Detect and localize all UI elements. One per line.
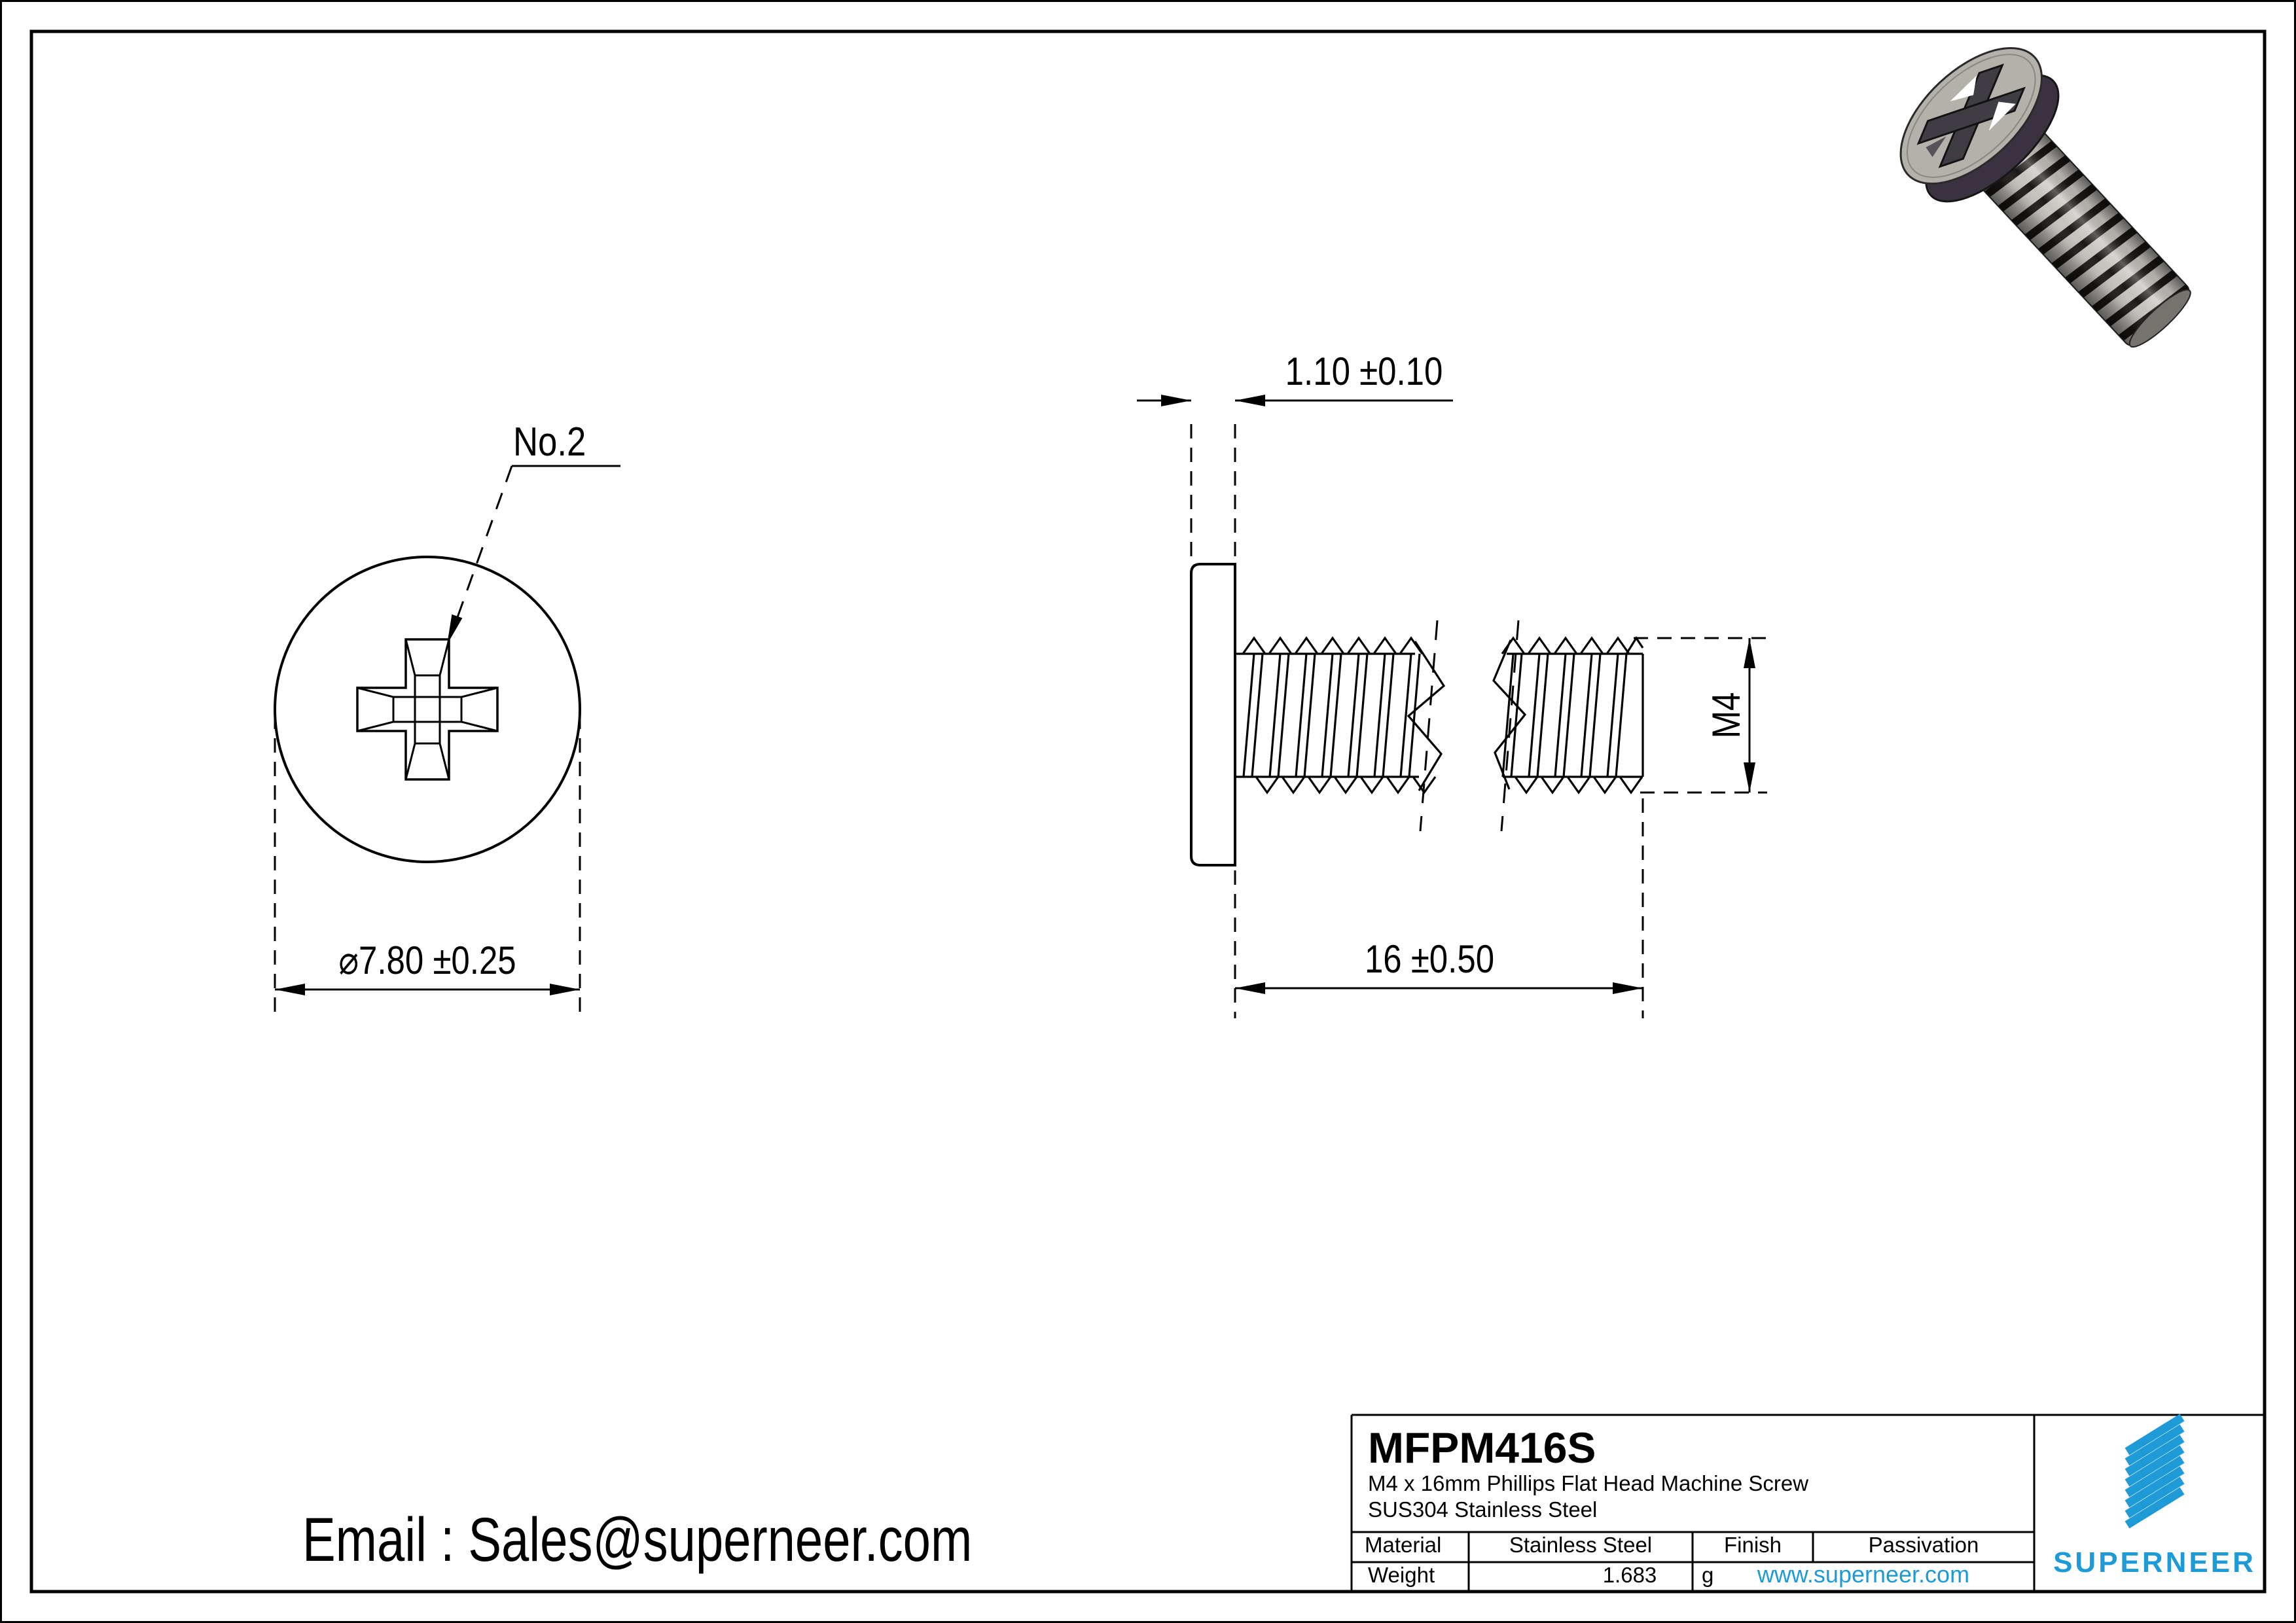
extension-lines [274, 715, 581, 1013]
leader-line [450, 465, 513, 634]
length-dim-text: 16 ±0.50 [1365, 937, 1494, 981]
arrowhead-left [275, 984, 305, 995]
brand-name: SUPERNEER [2053, 1546, 2256, 1578]
website-link[interactable]: www.superneer.com [1757, 1561, 1969, 1588]
email-text: Email : Sales@superneer.com [302, 1505, 972, 1575]
front-view [274, 556, 581, 863]
break-edge [1407, 641, 1446, 791]
head-thickness-dimension: 1.10 ±0.10 [1137, 349, 1453, 560]
length-dimension: 16 ±0.50 [1234, 798, 1644, 1018]
superneer-logo-icon [2125, 1414, 2185, 1529]
side-view [1190, 563, 1644, 866]
render-tip [2128, 289, 2191, 348]
drawing-frame [29, 29, 2267, 1594]
extension-lines [1234, 798, 1644, 1018]
arrowhead-left [1235, 982, 1265, 994]
head-thickness-text: 1.10 ±0.10 [1285, 349, 1443, 393]
finish-label: Finish [1724, 1533, 1782, 1557]
arrowhead-right [1613, 982, 1643, 994]
arrowhead-left [1161, 395, 1191, 406]
title-block: MFPM416S M4 x 16mm Phillips Flat Head Ma… [1350, 1414, 2265, 1592]
thread-segment-1 [1235, 637, 1446, 794]
diameter-dimension: ⌀7.80 ±0.25 [274, 715, 581, 1013]
weight-value: 1.683 [1603, 1563, 1657, 1587]
weight-unit: g [1702, 1563, 1713, 1587]
head-side-profile [1190, 563, 1236, 866]
arrowhead-right [1235, 395, 1265, 406]
break-line-2 [1500, 620, 1520, 832]
extension-lines [1634, 637, 1767, 794]
render-shank-shading [1977, 126, 2189, 346]
material-value: Stainless Steel [1509, 1533, 1652, 1557]
arrowhead-bottom [1744, 762, 1755, 793]
diameter-dim-text: ⌀7.80 ±0.25 [338, 938, 516, 982]
thread-size-dimension: M4 [1634, 637, 1767, 794]
arrowhead-right [550, 984, 580, 995]
part-number: MFPM416S [1368, 1423, 1596, 1472]
title-block-grid [1350, 1414, 2265, 1592]
render-phillips-recess [1916, 63, 2026, 168]
break-edge [1492, 639, 1527, 790]
finish-value: Passivation [1869, 1533, 1979, 1557]
description-line1: M4 x 16mm Phillips Flat Head Machine Scr… [1368, 1471, 1808, 1495]
break-line-1 [1419, 620, 1439, 832]
weight-label: Weight [1368, 1563, 1435, 1587]
material-label: Material [1365, 1533, 1441, 1557]
leader-arrowhead [447, 614, 463, 645]
head-outline-circle [274, 556, 581, 863]
thread-size-text: M4 [1704, 692, 1748, 739]
arrowhead-top [1744, 638, 1755, 668]
drive-size-callout: No.2 [447, 419, 620, 645]
screw-3d-render [1899, 46, 2191, 348]
render-head-rim [1906, 54, 2036, 178]
phillips-cross-wings [357, 639, 498, 780]
description-line2: SUS304 Stainless Steel [1368, 1497, 1597, 1522]
drive-size-label: No.2 [513, 419, 586, 465]
